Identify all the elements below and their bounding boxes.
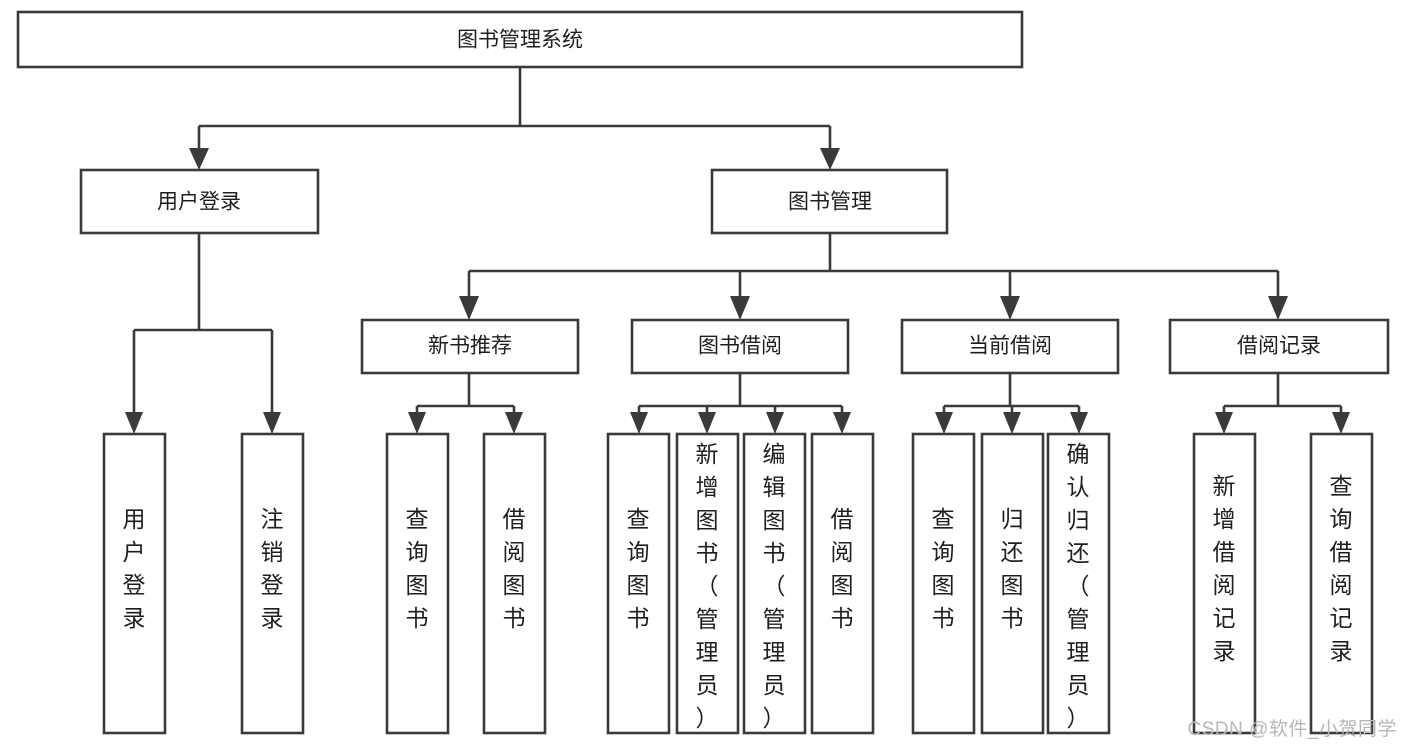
node-leaf-query-book-3-box[interactable] [911,432,976,735]
node-leaf-borrow-book-2-label: 借阅图书 [831,506,854,631]
node-current-borrow-box[interactable] [900,318,1120,375]
node-leaf-add-book-label: 新增图书（管理员） [696,441,719,731]
arrow-head-current-borrow [1000,296,1020,320]
node-leaf-query-book-2-box[interactable] [606,432,671,735]
node-leaf-borrow-book-1-label: 借阅图书 [503,506,526,631]
arrow-head-leaf-query-record [1332,412,1350,434]
connector-group-borrow-record-to-leaves [1215,373,1350,434]
node-user-login-label: 用户登录 [157,191,241,214]
node-book-borrow-label: 图书借阅 [698,335,782,358]
node-leaf-borrow-book-2[interactable]: 借阅图书 [810,432,875,735]
arrow-head-leaf-add-record [1215,412,1233,434]
node-leaf-add-record[interactable]: 新增借阅记录 [1192,432,1257,735]
csdn-watermark: CSDN @软件_小贺同学 [1187,719,1397,740]
arrow-head-book-borrow [730,296,750,320]
node-leaf-logout-login-label: 注销登录 [261,506,284,631]
node-book-management-label: 图书管理 [788,191,872,214]
node-leaf-add-record-box[interactable] [1192,432,1257,735]
node-leaf-edit-book[interactable]: 编辑图书（管理员） [742,432,807,735]
node-user-login[interactable]: 用户登录 [79,168,320,235]
node-leaf-query-book-1[interactable]: 查询图书 [385,432,450,735]
node-leaf-return-book[interactable]: 归还图书 [980,432,1045,735]
connector-group-new-book-to-leaves [408,373,523,434]
node-leaf-add-record-label: 新增借阅记录 [1213,473,1236,664]
node-leaf-query-book-3[interactable]: 查询图书 [911,432,976,735]
node-new-book-recommend-label: 新书推荐 [428,335,512,358]
connector-group-current-borrow-to-leaves [935,373,1088,434]
arrow-head-leaf-add-book [698,412,716,434]
node-leaf-confirm-return-box[interactable] [1046,432,1111,735]
node-leaf-edit-book-box[interactable] [742,432,807,735]
node-current-borrow[interactable]: 当前借阅 [900,318,1120,375]
node-book-management-box[interactable] [710,168,949,235]
node-leaf-confirm-return[interactable]: 确认归还（管理员） [1046,432,1111,735]
arrow-head-leaf-edit-book [766,412,784,434]
node-leaf-query-book-3-label: 查询图书 [932,506,955,631]
node-borrow-record[interactable]: 借阅记录 [1168,318,1390,375]
node-root[interactable]: 图书管理系统 [16,10,1024,69]
arrow-head-new-book-recommend [459,296,479,320]
node-book-borrow[interactable]: 图书借阅 [630,318,850,375]
node-leaf-query-book-2[interactable]: 查询图书 [606,432,671,735]
arrow-head-leaf-logout-login [263,412,281,434]
node-leaf-borrow-book-1-box[interactable] [482,432,547,735]
node-leaf-borrow-book-2-box[interactable] [810,432,875,735]
arrow-head-leaf-user-login [125,412,143,434]
node-leaf-confirm-return-label: 确认归还（管理员） [1067,441,1090,731]
connector-group-user-login-to-leaves [125,233,281,434]
node-user-login-box[interactable] [79,168,320,235]
arrow-head-borrow-record [1268,296,1288,320]
node-book-borrow-box[interactable] [630,318,850,375]
node-leaf-query-record-label: 查询借阅记录 [1330,473,1353,664]
node-new-book-recommend[interactable]: 新书推荐 [360,318,580,375]
arrow-head-leaf-query-book-2 [630,412,648,434]
arrow-head-leaf-borrow-book-1 [505,412,523,434]
arrow-head-leaf-borrow-book-2 [833,412,851,434]
node-root-label: 图书管理系统 [457,29,583,52]
node-leaf-logout-login[interactable]: 注销登录 [240,432,305,735]
node-borrow-record-box[interactable] [1168,318,1390,375]
arrow-head-leaf-confirm-return [1070,412,1088,434]
node-leaf-user-login-box[interactable] [102,432,167,735]
arrow-head-book-management [820,148,840,170]
node-leaf-logout-login-box[interactable] [240,432,305,735]
arrow-head-leaf-query-book-3 [935,412,953,434]
connector-group-book-borrow-to-leaves [630,373,851,434]
arrow-head-user-login [189,148,209,170]
node-leaf-borrow-book-1[interactable]: 借阅图书 [482,432,547,735]
connector-group-root-to-level1 [189,67,840,170]
node-leaf-query-book-2-label: 查询图书 [627,506,650,631]
arrow-head-leaf-return-book [1003,412,1021,434]
node-leaf-user-login[interactable]: 用户登录 [102,432,167,735]
node-book-management[interactable]: 图书管理 [710,168,949,235]
node-leaf-query-record-box[interactable] [1309,432,1374,735]
node-leaf-return-book-label: 归还图书 [1001,506,1024,631]
node-new-book-recommend-box[interactable] [360,318,580,375]
node-leaf-query-book-1-label: 查询图书 [406,506,429,631]
node-leaf-add-book[interactable]: 新增图书（管理员） [675,432,740,735]
node-leaf-add-book-box[interactable] [675,432,740,735]
node-leaf-user-login-label: 用户登录 [123,506,146,631]
node-root-box[interactable] [16,10,1024,69]
node-leaf-edit-book-label: 编辑图书（管理员） [763,441,786,731]
node-leaf-return-book-box[interactable] [980,432,1045,735]
node-leaf-query-book-1-box[interactable] [385,432,450,735]
node-current-borrow-label: 当前借阅 [968,335,1052,358]
node-borrow-record-label: 借阅记录 [1237,335,1321,358]
arrow-head-leaf-query-book-1 [408,412,426,434]
connector-group-book-management-to-level2 [459,233,1288,320]
node-leaf-query-record[interactable]: 查询借阅记录 [1309,432,1374,735]
